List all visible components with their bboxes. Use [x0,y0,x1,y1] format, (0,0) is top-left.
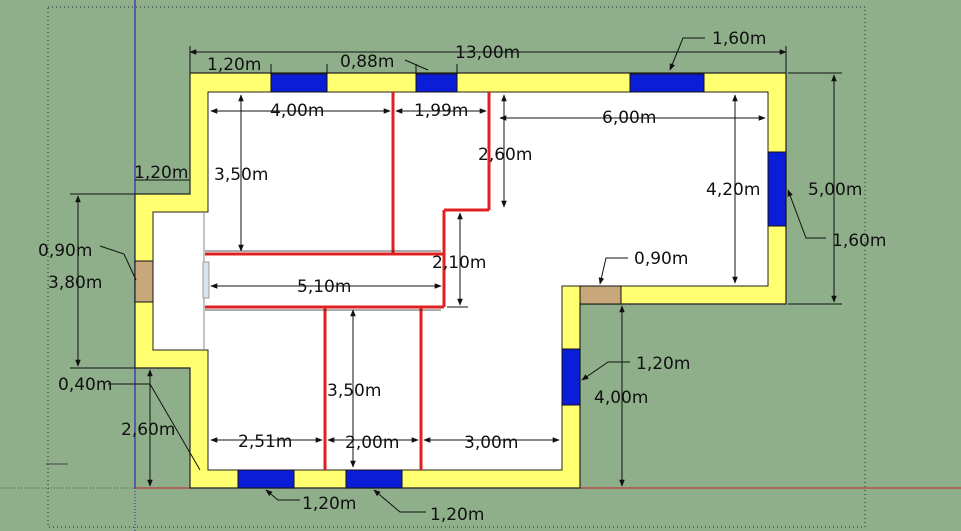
interior-walls [205,92,491,470]
label-left-step: 1,20m [134,163,188,183]
label-bottom-left-height: 2,60m [121,420,175,440]
label-left-height: 3,80m [48,273,102,293]
label-room3-depth: 4,20m [706,180,760,200]
label-win-top-mid: 0,88m [340,52,394,72]
label-overall-width: 13,00m [455,43,520,63]
label-corridor-depth: 2,10m [432,253,486,273]
label-room4-width: 2,51m [238,432,292,452]
dimension-labels: 13,00m 1,20m 0,88m 1,60m 4,00m 1,99m 6,0… [38,29,886,525]
dimension-lines [70,37,842,513]
label-win-bottom-1: 1,20m [302,494,356,514]
label-right-window: 1,60m [832,231,886,251]
label-room2-depth: 2,60m [478,145,532,165]
label-win-top-left: 1,20m [207,55,261,75]
window-top-left [270,73,328,93]
window-top-middle [415,73,458,93]
selection-bounding-box [47,6,866,528]
label-bottom-left-offset: 0,40m [58,375,112,395]
window-bottom-2 [345,469,403,489]
window-right [767,151,787,227]
label-door-right: 0,90m [634,249,688,269]
door-right-wing [579,285,622,305]
window-wing-right [561,348,581,406]
label-left-door: 0,90m [38,241,92,261]
label-room6-width: 3,00m [464,433,518,453]
label-room4-depth: 3,50m [327,381,381,401]
label-room1-width: 4,00m [270,101,324,121]
label-corridor-width: 5,10m [297,277,351,297]
label-win-right-lower: 1,20m [636,354,690,374]
label-room1-depth: 3,50m [214,165,268,185]
label-wing-height: 4,00m [594,388,648,408]
window-bottom-1 [237,469,295,489]
label-room5-width: 2,00m [345,433,399,453]
entry-threshold [202,261,210,299]
label-room2-width: 1,99m [414,101,468,121]
window-top-right [629,73,705,93]
label-win-bottom-2: 1,20m [430,505,484,525]
label-win-top-right: 1,60m [712,29,766,49]
door-left [134,260,154,303]
label-room3-width: 6,00m [602,108,656,128]
label-right-height: 5,00m [808,180,862,200]
